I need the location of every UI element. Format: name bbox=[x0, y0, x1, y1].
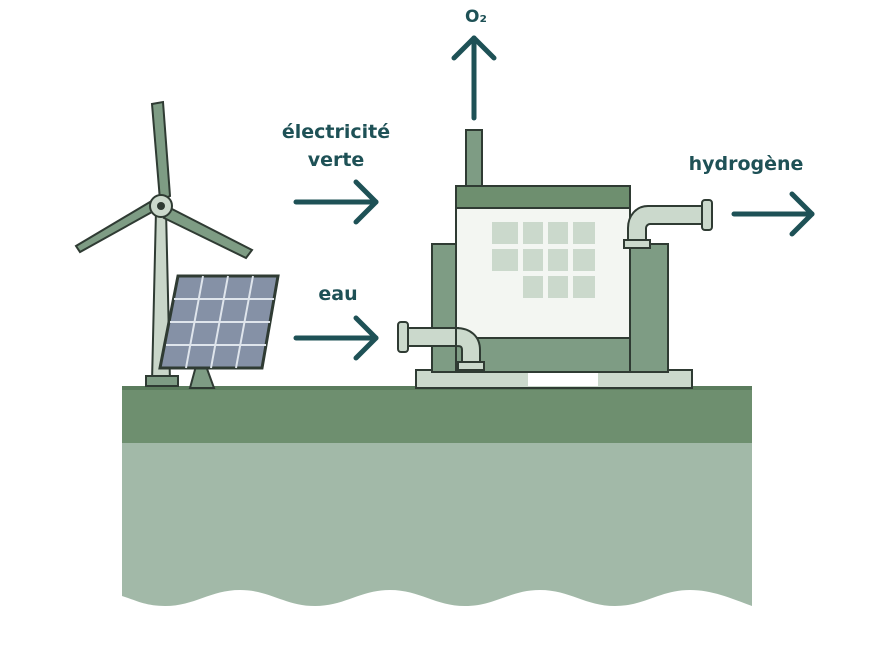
chimney bbox=[465, 129, 483, 187]
label-green-electricity-line2: verte bbox=[308, 149, 365, 171]
wind-turbine-icon bbox=[74, 100, 254, 387]
pipe-icon bbox=[623, 199, 713, 249]
electrolyzer-icon bbox=[397, 129, 713, 389]
label-oxygen: O₂ bbox=[465, 7, 487, 27]
ground-top-layer bbox=[122, 386, 752, 444]
solar-panel-icon bbox=[158, 274, 280, 389]
label-water: eau bbox=[318, 283, 357, 305]
ground bbox=[122, 386, 752, 606]
ground-body bbox=[122, 443, 752, 606]
label-green-electricity-line1: électricité bbox=[282, 121, 390, 143]
arrow-right-icon bbox=[731, 191, 815, 237]
arrow-right-icon bbox=[293, 315, 379, 361]
arrow-right-icon bbox=[293, 179, 379, 225]
machine-top bbox=[455, 185, 631, 211]
arrow-up-icon bbox=[451, 35, 497, 121]
label-hydrogen: hydrogène bbox=[689, 153, 804, 175]
pipe-icon bbox=[397, 321, 485, 371]
control-panel-grid bbox=[492, 222, 595, 298]
